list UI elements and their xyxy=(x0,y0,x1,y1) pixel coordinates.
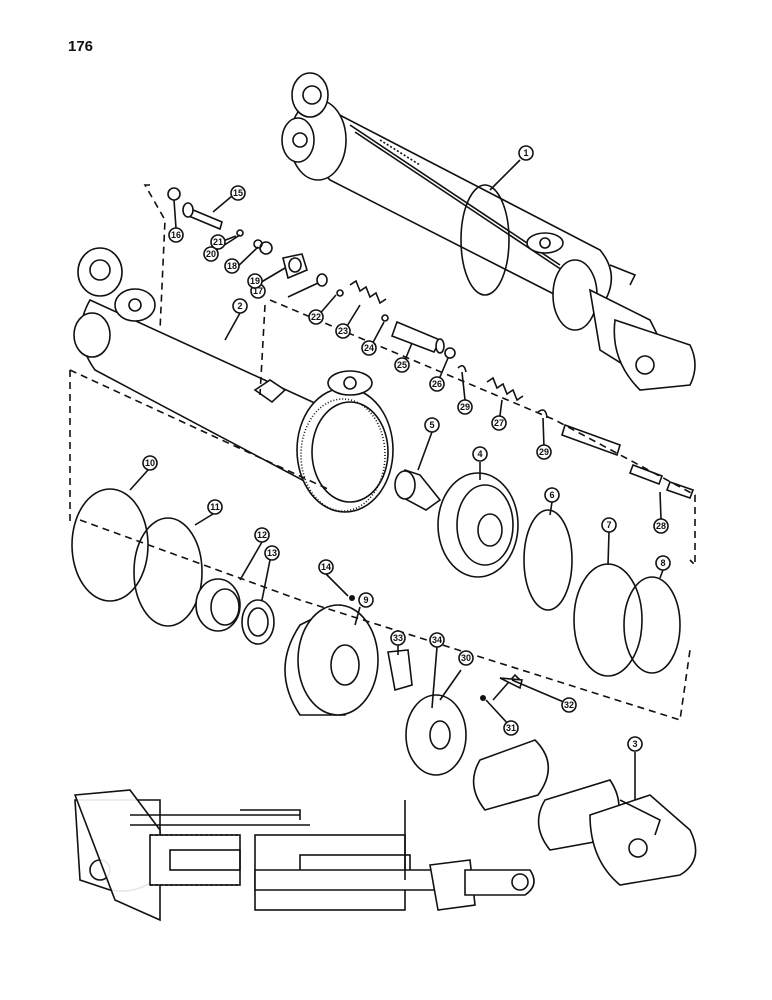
callout-34: 34 xyxy=(429,632,445,648)
callout-10: 10 xyxy=(142,455,158,471)
callout-label: 14 xyxy=(321,562,331,572)
callout-9: 9 xyxy=(358,592,374,608)
callout-15: 15 xyxy=(230,185,246,201)
callout-24: 24 xyxy=(361,340,377,356)
callout-1: 1 xyxy=(518,145,534,161)
callout-label: 34 xyxy=(432,635,442,645)
callout-label: 21 xyxy=(213,237,223,247)
callout-8: 8 xyxy=(655,555,671,571)
leader-lines xyxy=(129,159,664,800)
callout-label: 4 xyxy=(477,449,482,459)
callout-25: 25 xyxy=(394,357,410,373)
callout-label: 23 xyxy=(338,326,348,336)
head-and-seals xyxy=(71,488,524,776)
callout-label: 29 xyxy=(460,402,470,412)
callout-label: 6 xyxy=(549,490,554,500)
callout-label: 10 xyxy=(145,458,155,468)
callout-label: 19 xyxy=(250,276,260,286)
callout-26: 26 xyxy=(429,376,445,392)
callout-5: 5 xyxy=(424,417,440,433)
callout-label: 15 xyxy=(233,188,243,198)
callout-label: 22 xyxy=(311,312,321,322)
callout-7: 7 xyxy=(601,517,617,533)
callout-14: 14 xyxy=(318,559,334,575)
callout-31: 31 xyxy=(503,720,519,736)
callout-30: 30 xyxy=(458,650,474,666)
piston-and-seals xyxy=(394,468,681,677)
assembled-cylinder xyxy=(281,72,696,391)
callout-28: 28 xyxy=(653,518,669,534)
callout-label: 32 xyxy=(564,700,574,710)
grouping-lines xyxy=(69,184,696,722)
callout-label: 25 xyxy=(397,360,407,370)
callout-13: 13 xyxy=(264,545,280,561)
callout-12: 12 xyxy=(254,527,270,543)
callout-2: 2 xyxy=(232,298,248,314)
callout-33: 33 xyxy=(390,630,406,646)
callout-label: 24 xyxy=(364,343,374,353)
callout-label: 2 xyxy=(237,301,242,311)
cylinder-barrel xyxy=(73,247,394,513)
callout-markers: 1 2 3 4 5 6 7 8 9 10 11 12 13 14 15 16 1… xyxy=(142,145,671,752)
callout-label: 16 xyxy=(171,230,181,240)
callout-27: 27 xyxy=(491,415,507,431)
callout-label: 9 xyxy=(363,595,368,605)
callout-label: 29 xyxy=(539,447,549,457)
callout-label: 27 xyxy=(494,418,504,428)
callout-4: 4 xyxy=(472,446,488,462)
callout-label: 20 xyxy=(206,249,216,259)
callout-label: 28 xyxy=(656,521,666,531)
valve-parts xyxy=(167,187,695,500)
callout-label: 17 xyxy=(253,286,263,296)
callout-19: 19 xyxy=(247,273,263,289)
callout-label: 12 xyxy=(257,530,267,540)
callout-29a: 29 xyxy=(457,399,473,415)
callout-label: 3 xyxy=(632,739,637,749)
callout-label: 8 xyxy=(660,558,665,568)
callout-label: 13 xyxy=(267,548,277,558)
callout-label: 11 xyxy=(210,502,220,512)
callout-29b: 29 xyxy=(536,444,552,460)
callout-32: 32 xyxy=(561,697,577,713)
callout-16: 16 xyxy=(168,227,184,243)
callout-22: 22 xyxy=(308,309,324,325)
cutaway-section-view xyxy=(73,789,535,922)
callout-label: 26 xyxy=(432,379,442,389)
piston-rod-and-clevis xyxy=(472,739,697,886)
callout-label: 30 xyxy=(461,653,471,663)
callout-6: 6 xyxy=(544,487,560,503)
callout-label: 31 xyxy=(506,723,516,733)
callout-label: 33 xyxy=(393,633,403,643)
callout-18: 18 xyxy=(224,258,240,274)
page-number: 176 xyxy=(68,38,94,55)
callout-label: 1 xyxy=(523,148,528,158)
callout-20: 20 xyxy=(203,246,219,262)
callout-21: 21 xyxy=(210,234,226,250)
callout-label: 5 xyxy=(429,420,434,430)
callout-label: 18 xyxy=(227,261,237,271)
callout-23: 23 xyxy=(335,323,351,339)
callout-3: 3 xyxy=(627,736,643,752)
callout-11: 11 xyxy=(207,499,223,515)
callout-label: 7 xyxy=(606,520,611,530)
